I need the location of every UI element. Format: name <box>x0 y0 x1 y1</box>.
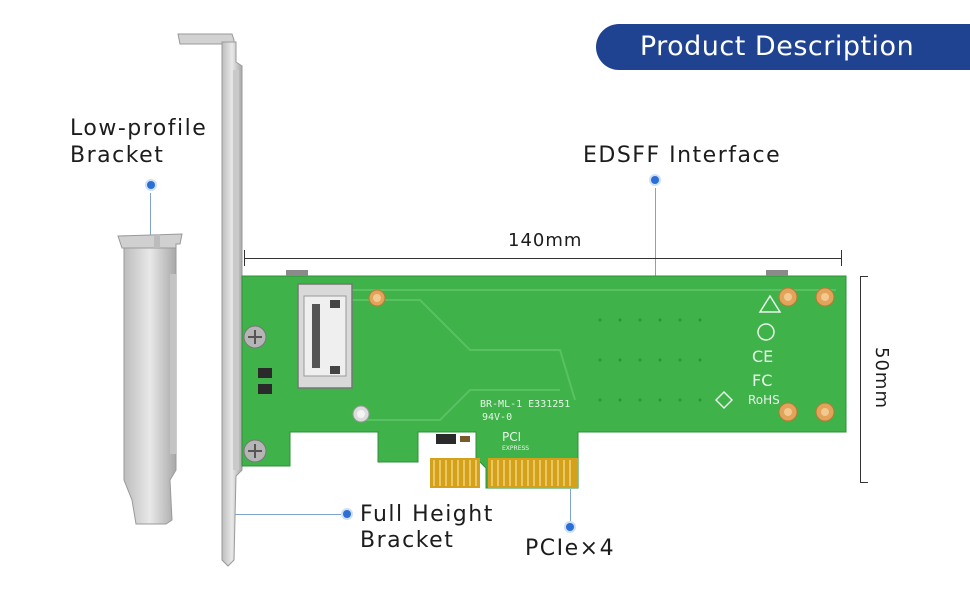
banner-title: Product Description <box>639 31 915 62</box>
warning-triangle-icon <box>758 294 782 313</box>
pcie-leader-line <box>570 489 571 521</box>
height-tick-bottom <box>860 482 868 483</box>
height-tick-top <box>860 276 868 277</box>
certification-circle-icon <box>757 323 775 341</box>
full-height-leader-line <box>233 514 341 515</box>
low-profile-callout-dot <box>147 181 155 189</box>
pci-logo-top: PCI <box>502 430 521 444</box>
board-model-marking: BR-ML-1 E331251 <box>480 399 570 410</box>
ce-mark: CE <box>752 347 773 366</box>
low-profile-label-line1: Low-profile <box>70 116 208 141</box>
length-tick-left <box>244 250 245 266</box>
edsff-connector <box>297 283 353 389</box>
fc-mark: FC <box>752 371 772 390</box>
product-description-banner: Product Description <box>596 24 970 70</box>
low-profile-label-line2: Bracket <box>70 143 165 168</box>
length-dimension-label: 140mm <box>508 230 583 251</box>
height-dimension-line <box>860 276 861 483</box>
full-height-callout-dot <box>343 510 351 518</box>
diamond-mark-icon <box>714 390 734 410</box>
pci-logo-bottom: EXPRESS <box>502 445 529 452</box>
low-profile-leader-line <box>150 193 151 248</box>
pcie-label: PCIe×4 <box>525 536 616 561</box>
pcb-board <box>241 270 847 489</box>
pcie-gold-fingers <box>430 458 578 488</box>
rohs-mark: RoHS <box>748 393 780 407</box>
full-height-label-line2: Bracket <box>360 528 455 553</box>
edsff-callout-dot <box>651 176 659 184</box>
full-height-bracket <box>177 33 243 567</box>
board-rating-marking: 94V-0 <box>482 412 512 423</box>
length-dimension-line <box>244 258 842 259</box>
low-profile-bracket <box>117 233 183 525</box>
pcie-callout-dot <box>566 523 574 531</box>
length-tick-right <box>841 250 842 266</box>
full-height-label-line1: Full Height <box>360 502 494 527</box>
edsff-label: EDSFF Interface <box>583 143 782 168</box>
edsff-leader-line-vertical <box>655 188 656 314</box>
